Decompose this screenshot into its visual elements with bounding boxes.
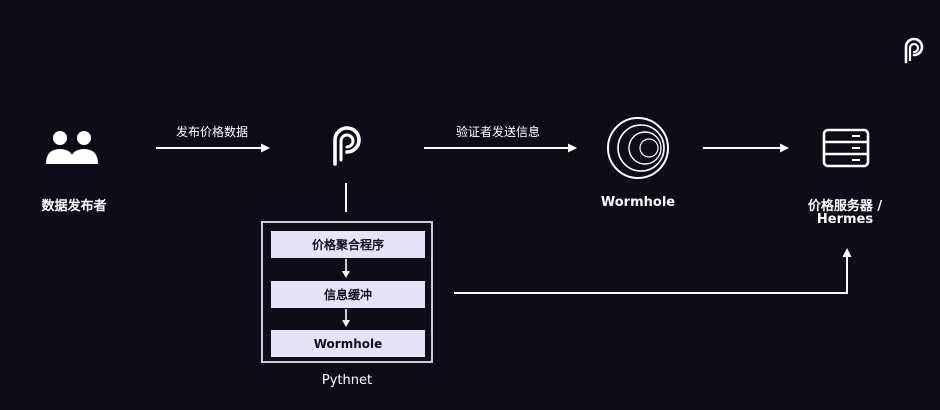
pythnet-label: Pythnet [321, 373, 373, 388]
server-label-line1: 价格服务器 / [807, 199, 883, 214]
pythnet-step-wormhole: Wormhole [271, 330, 425, 357]
publish-edge-label: 发布价格数据 [176, 125, 249, 139]
publisher-label: 数据发布者 [41, 199, 107, 214]
pythnet-step-aggregation: 价格聚合程序 [271, 231, 425, 258]
users-icon [46, 131, 98, 164]
pythnet-step-message-buffer: 信息缓冲 [271, 281, 425, 308]
pythnet-frame [261, 221, 433, 363]
server-label-line2: Hermes [816, 212, 874, 227]
verify-edge-label: 验证者发送信息 [456, 125, 541, 139]
wormhole-label: Wormhole [600, 195, 676, 210]
